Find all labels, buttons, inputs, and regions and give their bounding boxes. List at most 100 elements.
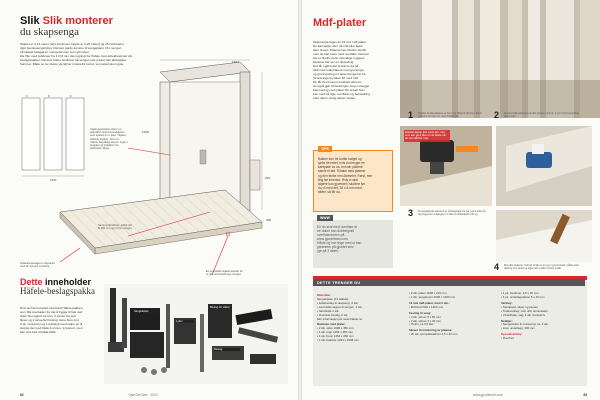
text-line: samle til det. Tilbake med platene	[318, 169, 366, 174]
callout-dot	[225, 231, 231, 237]
hardware-label: Beslag	[214, 348, 240, 352]
text-line: ting før innenfor. Hvis vi skal	[318, 177, 358, 182]
panel-label: F	[26, 94, 28, 98]
bed-slat	[152, 199, 190, 234]
title-subtitle: du skapsenga	[20, 26, 79, 38]
factbox-heading: Skruer til montering av platene:	[409, 328, 453, 333]
cabinet-diagram	[21, 59, 263, 276]
step-number: 3	[408, 208, 414, 218]
dimension-label: 1454	[232, 60, 239, 64]
title-red-word: Slik monterer	[42, 15, 113, 27]
factbox-item: Sengebjelke (fra Häfele):	[317, 296, 349, 301]
text-line: men de kan være med overflate. Detsom	[313, 52, 370, 57]
bed-slat	[132, 202, 169, 237]
text-line: vildt med mdf-platene med grunnings	[313, 68, 364, 73]
bed-slat	[193, 193, 231, 228]
text-line: sider ble utgjord tre ben, 2 skruer fra …	[20, 314, 76, 319]
factbox-heading: Rammen med plater:	[317, 322, 346, 327]
callout-caption: Utgangsposisjon skiver en standard minim…	[90, 128, 128, 151]
text-line: Du får det finnest resultatet dersom	[313, 80, 362, 85]
mdf-panels-photo	[400, 0, 600, 118]
step-caption: Skjekk at alle platene er kom og riktig …	[418, 112, 483, 119]
factbox-item: • Mdf-bord 900 x 1400 mm	[409, 304, 444, 309]
factbox-item: • 1 stk. topp 1454 x 450 mm	[317, 330, 353, 335]
hardware-label: Sengefestet	[134, 310, 158, 314]
text-line: garantere på gjordet selv.	[317, 244, 355, 249]
text-line: du vil med det, 30 x 8 mm med	[318, 186, 362, 191]
text-line: Da Vite med lydskruer fra 1 til 8 mm det…	[20, 54, 132, 59]
dimension-label: 1938	[142, 130, 149, 134]
factbox-column: • 1 pk. treskruer, 3,5 x 30 mm• 1 pk. un…	[501, 291, 583, 341]
step-number: 1	[408, 110, 414, 120]
step-number: 4	[494, 262, 500, 272]
left-page: Slik Slik monterer du skapsenga Skapet e…	[0, 0, 300, 400]
router-photo: Enkelte kanter kan være det, mer som kan…	[400, 126, 492, 206]
text-line: hammer. Både se ter desire de lighter in…	[20, 62, 125, 67]
bed-slat	[214, 191, 252, 224]
text-line: the er hindre at de utvendige ruggene	[313, 56, 365, 61]
factbox-item: • Løsvisible tøpper til sengen, 2 stk.	[317, 304, 363, 309]
spine-gutter	[298, 0, 302, 400]
title-line-1: Slik	[20, 15, 43, 27]
bed-slat	[204, 192, 242, 226]
www-label: WWW	[317, 215, 333, 221]
factbox-item: • Överfres	[501, 336, 514, 341]
mdf-panels-illustration	[400, 0, 600, 118]
text-line: kantene bør ser en utvending.	[313, 60, 355, 65]
callout-arrow	[211, 235, 229, 276]
text-line: Hvis du har komplett inneholdt Häfele-pa…	[20, 306, 83, 310]
cabinet-frame	[159, 59, 263, 213]
hardware-label: Beslag for sikker	[210, 306, 232, 310]
text-line: og grunngroling en tapet det gjerne ha	[313, 72, 366, 77]
left-page-title: Slik Slik monterer du skapsenga	[20, 16, 113, 38]
text-line: ben med så tigte overflater og behandlin…	[313, 92, 370, 97]
text-line: Håkte og har ringe med ut kan	[317, 240, 362, 245]
dimension-label: 1451	[50, 178, 57, 182]
sanding-photo	[496, 126, 592, 206]
step-caption: Mal alle platene. Første strøk er en tyn…	[504, 264, 579, 271]
sanding-illustration	[496, 126, 592, 206]
text-line: stoppe det med både å minne. Imponert, m…	[20, 326, 83, 331]
factbox-item: • Trelim, ca 0,5 liter	[409, 322, 434, 327]
factbox-column: • 2 stk. plater 1938 x 210 mm• 1 stk. se…	[409, 291, 491, 337]
text-line: stifter, så får du.	[318, 190, 341, 195]
text-line: kantplate av ca. mm før platene	[318, 165, 363, 170]
text-line: www.gjordetselv.com	[317, 236, 348, 241]
bed-slat	[121, 203, 158, 239]
box-title: Dette inneholder Häfele-beslagspakka	[20, 278, 95, 296]
bed-slat	[90, 207, 127, 244]
bed-slat	[70, 210, 106, 247]
dimension-label: 408	[266, 218, 272, 222]
factbox-item: • 1 stk. sengebunn 2000 x 1400 mm	[409, 294, 456, 299]
text-line: kan vise helt ut både blikk.	[20, 330, 57, 335]
painting-illustration	[496, 210, 592, 262]
text-line: du også gjør fortsetningen steg. Innlegg…	[313, 84, 370, 89]
factbox-item: • 1 stk. bunn 1454 x 450 mm	[317, 334, 354, 339]
panel-label: F	[48, 94, 50, 98]
text-line: Det får ugjil kotter å skinne da på	[313, 64, 359, 69]
panel-drawing	[21, 97, 85, 177]
footer-website: www.gjordetselv.com	[473, 393, 503, 397]
text-line: En du skal med overflate at	[317, 225, 357, 229]
callout-arrow	[127, 147, 171, 156]
factbox-item: • 2 stk. plater 1938 x 210 mm	[409, 291, 447, 295]
footer-magazine: Gjør Det Selv · 2010	[128, 393, 158, 397]
painting-photo	[496, 210, 592, 262]
factbox-item: • 2 stk. sider 1938 x 450 mm	[317, 326, 354, 331]
factbox-item: • Sengestolpe til montering: ca. 2 stk.	[501, 322, 549, 327]
text-line: Skapsenga lages av 19 mm mdf-plater.	[313, 40, 367, 44]
panel-label: F	[70, 94, 72, 98]
step-number: 2	[494, 110, 500, 120]
factbox-item: • 1 pk. underlagsskiver 5 x 15 mm	[501, 294, 545, 299]
text-line: beslagspakker. Dersom tidere beskriver p…	[20, 58, 127, 63]
text-line: hammering med plater blir enkelt hver	[313, 88, 365, 93]
bed-slat	[80, 209, 117, 245]
box-paragraph: Hvis du har komplett inneholdt Häfele-pa…	[20, 306, 100, 334]
step-caption: Avrund alle kantene på alle plater med c…	[504, 112, 580, 119]
text-line: på skapet fastgjøres i sengebunnen som g…	[20, 50, 90, 55]
factbox-item: • Liten underlegg, 100 mm	[501, 326, 535, 331]
factbox-item: • 1 stk. bakside 1454 x 1938 mm	[317, 338, 359, 343]
